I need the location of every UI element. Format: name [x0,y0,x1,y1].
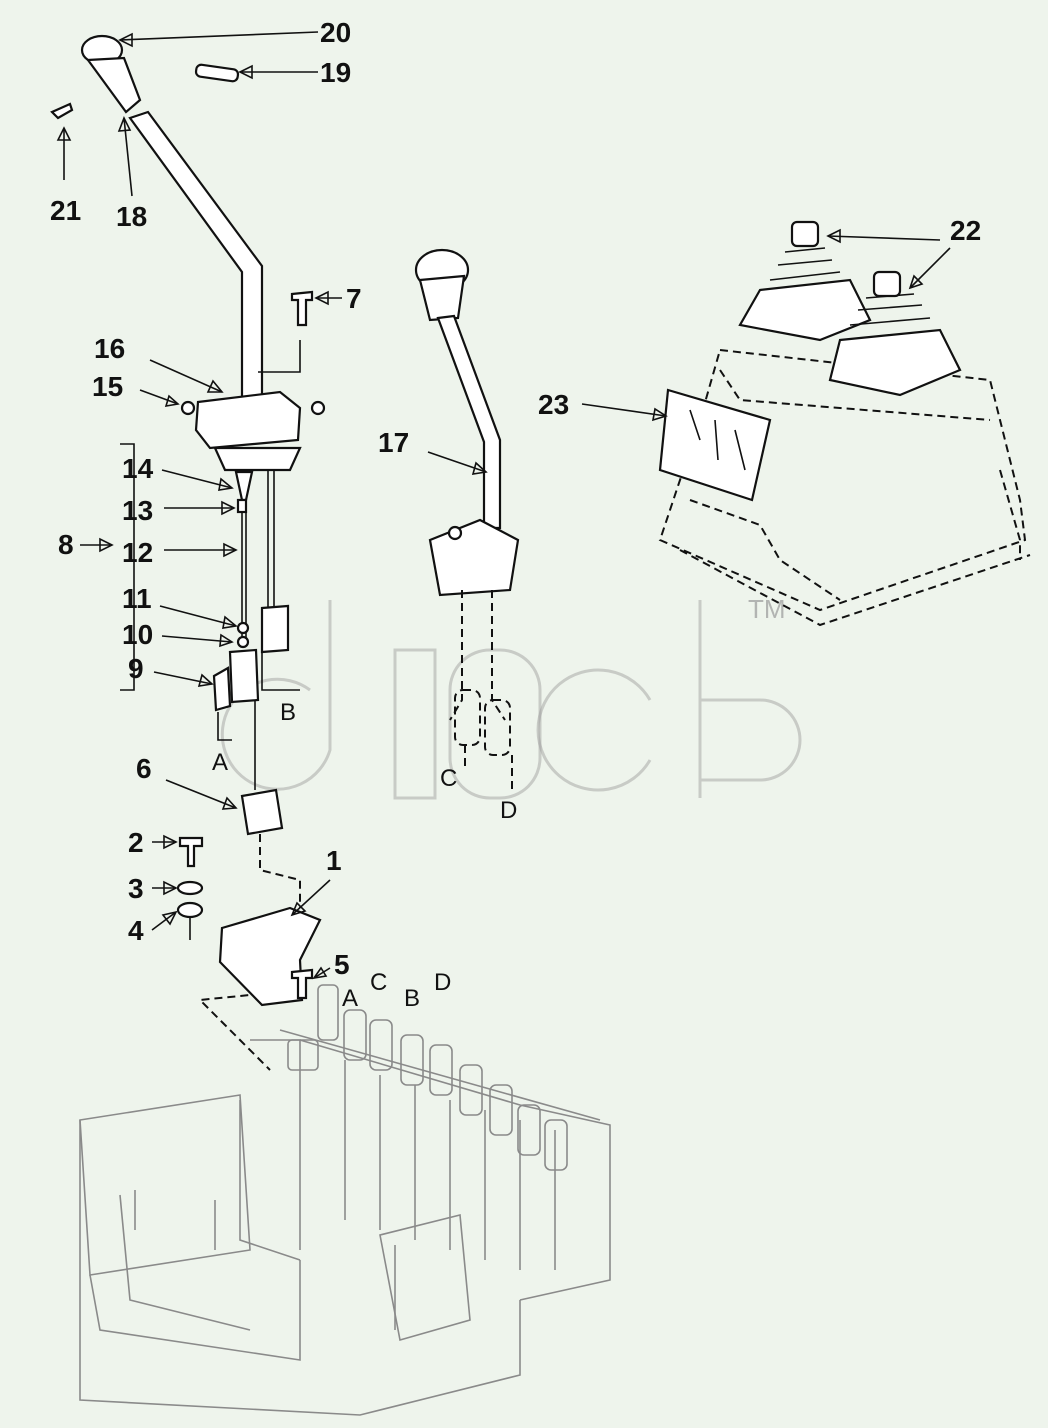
callout-17: 17 [378,427,409,458]
washer-4 [176,901,204,919]
decal-plate [658,388,772,502]
boot-right [828,328,962,397]
link-letter-d: D [500,797,517,824]
washer-3 [176,880,204,896]
callout-18: 18 [116,201,147,232]
valve-spools [287,984,568,1171]
callout-2: 2 [128,827,144,858]
callout-7: 7 [346,283,362,314]
callout-23: 23 [538,389,569,420]
clevis [228,648,260,704]
callout-21: 21 [50,195,81,226]
pin [194,63,240,83]
bolt [290,290,314,327]
link-letter-b: B [280,699,296,726]
lever-rod [128,110,264,414]
callout-3: 3 [128,873,144,904]
console-with-boots [658,220,1031,627]
nut-small [236,498,248,514]
mounting-bracket [194,390,302,450]
handle-grip [85,56,142,114]
callout-labels: 20 19 21 18 7 16 15 14 13 8 12 11 10 9 6… [50,17,981,980]
callout-4: 4 [128,915,144,946]
nut [180,400,196,416]
callout-1: 1 [326,845,342,876]
center-lever-rod [436,314,502,530]
bolt-5 [290,968,314,1000]
boot-left [738,278,872,342]
callout-14: 14 [122,453,154,484]
callout-6: 6 [136,753,152,784]
callout-13: 13 [122,495,153,526]
callout-20: 20 [320,17,351,48]
callout-16: 16 [94,333,125,364]
link-letter-a: A [212,749,228,776]
left-lever-assembly [50,34,326,1007]
callout-10: 10 [122,619,153,650]
valve-letter-d: D [434,969,451,996]
nut-right [310,400,326,416]
watermark-tm: TM [748,594,786,624]
universal-joint [240,788,284,836]
connection-letters: A B C D A C B D [212,699,517,1012]
valve-letter-c: C [370,969,387,996]
callout-9: 9 [128,653,144,684]
callout-12: 12 [122,537,153,568]
callout-5: 5 [334,949,350,980]
callout-8: 8 [58,529,74,560]
frame-and-valve-block [79,984,611,1416]
valve-letter-a: A [342,985,358,1012]
link-letter-c: C [440,765,457,792]
callout-19: 19 [320,57,351,88]
callout-15: 15 [92,371,123,402]
valve-letter-b: B [404,985,420,1012]
leader-lines [56,31,951,980]
callout-22: 22 [950,215,981,246]
center-bracket [428,518,520,597]
watermark-logo: TM [220,594,802,800]
bolt-2 [178,836,204,868]
callout-11: 11 [122,583,152,614]
screw [50,102,74,120]
center-lever-assembly [414,248,520,790]
